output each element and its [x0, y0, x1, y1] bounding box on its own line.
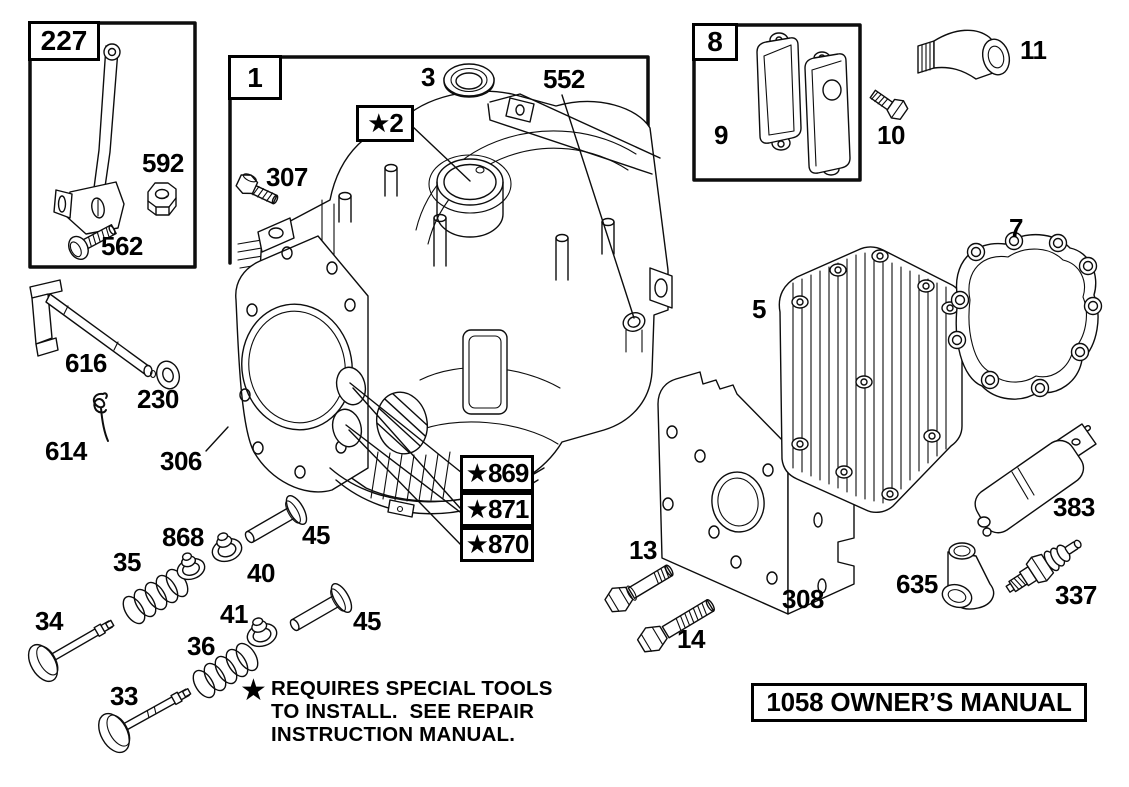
callout-13: 13	[629, 535, 657, 565]
callout-14: 14	[677, 624, 705, 654]
spring-35-drawing	[122, 568, 189, 625]
callout-box-part2: ★2	[356, 105, 414, 142]
bolt-562-drawing	[68, 223, 117, 260]
crankcase-drawing	[235, 90, 673, 519]
governor-shaft-616-drawing	[29, 279, 157, 379]
callout-383: 383	[1053, 492, 1095, 522]
callout-34: 34	[35, 606, 63, 636]
callout-337: 337	[1055, 580, 1097, 610]
callout-635: 635	[896, 569, 938, 599]
callout-40: 40	[247, 558, 275, 588]
bolt-13-drawing	[604, 564, 674, 613]
tappet-45b-drawing	[289, 583, 353, 632]
callout-307: 307	[266, 162, 308, 192]
plug-wrench-383-drawing	[974, 423, 1097, 537]
group-label-8: 8	[692, 23, 738, 61]
leader-306	[205, 426, 229, 452]
callout-41: 41	[220, 599, 248, 629]
special-tools-note: REQUIRES SPECIAL TOOLS TO INSTALL. SEE R…	[271, 677, 553, 746]
callout-45a: 45	[302, 520, 330, 550]
oil-seal-drawing	[443, 63, 495, 98]
nut-592-drawing	[147, 182, 177, 216]
cylinder-head-5-drawing	[778, 246, 963, 514]
elbow-635-drawing	[941, 542, 995, 610]
bolt-10-drawing	[869, 89, 909, 120]
retainer-41-drawing	[246, 617, 278, 648]
note-line-2: TO INSTALL. SEE REPAIR	[271, 700, 535, 723]
group-label-1: 1	[228, 55, 282, 100]
callout-5: 5	[752, 294, 766, 324]
callout-11: 11	[1020, 35, 1047, 65]
leader-870	[348, 429, 463, 547]
callout-616: 616	[65, 348, 107, 378]
callout-45b: 45	[353, 606, 381, 636]
callout-3: 3	[421, 62, 435, 92]
callout-box-part870: ★870	[460, 527, 534, 562]
brake-lever-drawing	[53, 43, 125, 235]
callout-562: 562	[101, 231, 143, 261]
callout-230: 230	[137, 384, 179, 414]
leader-part2	[411, 125, 471, 182]
leader-869	[349, 382, 463, 474]
head-gasket-7-drawing	[947, 231, 1103, 400]
valve-33-drawing	[98, 687, 192, 754]
note-line-3: INSTRUCTION MANUAL.	[271, 723, 516, 746]
retainer-868-drawing	[176, 552, 206, 581]
callout-9: 9	[714, 120, 728, 150]
group-box-8	[692, 23, 862, 182]
leader-871a	[352, 387, 461, 509]
leader-871b	[345, 424, 461, 513]
callout-614: 614	[45, 436, 87, 466]
breather-cover-9-drawing	[804, 51, 851, 176]
callout-552: 552	[543, 64, 585, 94]
valve-port-lower	[331, 408, 363, 448]
bolt-14-drawing	[636, 598, 715, 653]
owners-manual-box: 1058 OWNER’S MANUAL	[751, 683, 1087, 722]
star-icon: ★	[240, 674, 267, 707]
callout-box-part871: ★871	[460, 492, 534, 527]
breather-gasket-9-drawing	[756, 32, 802, 151]
valve-34-drawing	[27, 619, 115, 683]
spring-36-drawing	[192, 642, 259, 699]
callout-308: 308	[782, 584, 824, 614]
callout-7: 7	[1009, 213, 1023, 243]
callout-33: 33	[110, 681, 138, 711]
leader-lines	[205, 94, 635, 547]
callout-box-part869: ★869	[460, 455, 534, 492]
spark-plug-337-drawing	[1005, 539, 1082, 593]
callout-35: 35	[113, 547, 141, 577]
callout-10: 10	[877, 120, 905, 150]
group-label-227: 227	[28, 21, 100, 61]
clip-614-drawing	[92, 392, 109, 442]
valve-port-upper	[335, 366, 367, 406]
tappet-45a-drawing	[244, 495, 308, 544]
bolt-307-drawing	[235, 173, 279, 205]
note-line-1: REQUIRES SPECIAL TOOLS	[271, 677, 553, 700]
retainer-40-drawing	[211, 532, 243, 563]
callout-868: 868	[162, 522, 204, 552]
leader-552	[561, 94, 635, 319]
elbow-pipe-11-drawing	[917, 29, 1011, 80]
group-box-227	[28, 21, 197, 269]
callout-592: 592	[142, 148, 184, 178]
callout-306: 306	[160, 446, 202, 476]
callout-36: 36	[187, 631, 215, 661]
washer-230-drawing	[155, 360, 181, 390]
